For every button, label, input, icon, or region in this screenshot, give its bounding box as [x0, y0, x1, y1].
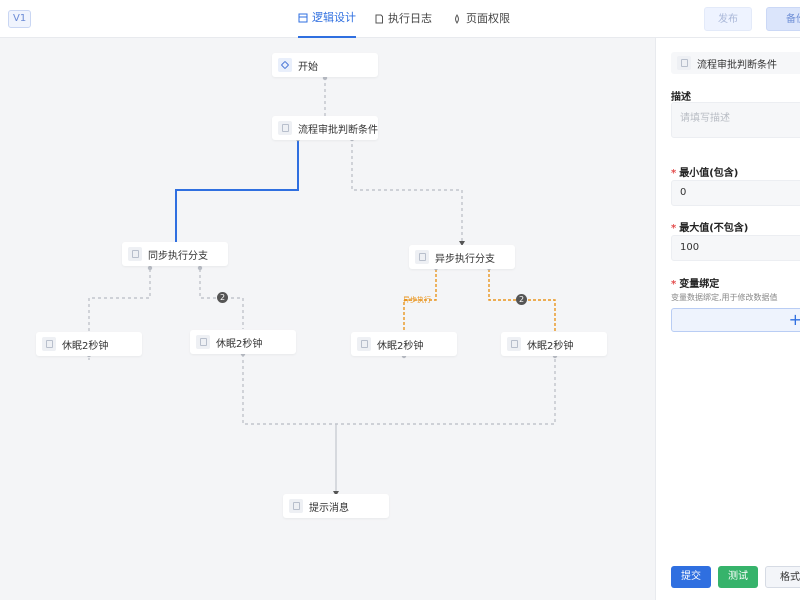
panel-title-text: 流程审批判断条件 — [697, 59, 777, 71]
max-value-input[interactable]: 100 — [671, 235, 800, 261]
test-button[interactable]: 测试 — [718, 566, 758, 588]
node-sleep-4[interactable]: 休眠2秒钟 — [501, 332, 607, 356]
node-start[interactable]: 开始 — [272, 53, 378, 77]
condition-icon — [677, 56, 691, 70]
sleep-icon — [357, 337, 371, 351]
tab-label: 逻辑设计 — [312, 11, 356, 24]
edge-condition-sync-active — [175, 139, 299, 243]
description-label-text: 描述 — [671, 92, 691, 103]
edge-sync-sleep1 — [88, 269, 151, 335]
description-input[interactable] — [671, 102, 800, 138]
edge-condition-async — [351, 138, 463, 243]
min-value-label: *最小值(包含) — [671, 164, 738, 179]
node-label: 同步执行分支 — [148, 250, 208, 262]
start-icon — [278, 58, 292, 72]
required-mark: * — [671, 168, 677, 179]
permission-icon — [455, 14, 459, 24]
sleep-icon — [42, 337, 56, 351]
node-sleep-3[interactable]: 休眠2秒钟 — [351, 332, 457, 356]
version-badge[interactable]: V1 — [8, 10, 32, 28]
branch-icon — [128, 247, 142, 261]
publish-button[interactable]: 发布 — [704, 7, 752, 31]
edge-async-sleep4 — [488, 269, 556, 332]
design-icon — [298, 13, 308, 23]
port-dot — [197, 265, 203, 271]
min-label-text: 最小值(包含) — [679, 168, 739, 179]
edge-async-sleep3 — [403, 269, 437, 332]
node-condition[interactable]: 流程审批判断条件 — [272, 116, 378, 140]
branch-order-badge: 2 — [217, 292, 228, 303]
min-value-input[interactable]: 0 — [671, 180, 800, 206]
message-icon — [289, 499, 303, 513]
tab-page-permission[interactable]: 页面权限 — [452, 0, 510, 38]
node-sync-branch[interactable]: 同步执行分支 — [122, 242, 228, 266]
required-mark: * — [671, 279, 677, 290]
tab-label: 页面权限 — [466, 12, 510, 25]
binding-label-text: 变量绑定 — [679, 279, 720, 290]
async-edge-label: 异步执行 — [403, 296, 431, 304]
node-sleep-2[interactable]: 休眠2秒钟 — [190, 330, 296, 354]
submit-button[interactable]: 提交 — [671, 566, 711, 588]
top-bar: V1 逻辑设计 执行日志 页面权限 发布 备份 — [0, 0, 800, 38]
description-label: 描述 — [671, 88, 691, 103]
condition-icon — [278, 121, 292, 135]
branch-order-badge: 2 — [516, 294, 527, 305]
node-label: 开始 — [298, 61, 318, 73]
node-sleep-1[interactable]: 休眠2秒钟 — [36, 332, 142, 356]
node-label: 休眠2秒钟 — [216, 338, 263, 350]
edge-merge — [242, 354, 556, 425]
node-label: 提示消息 — [309, 502, 349, 514]
panel-node-title: 流程审批判断条件 — [671, 52, 800, 74]
required-mark: * — [671, 223, 677, 234]
node-async-branch[interactable]: 异步执行分支 — [409, 245, 515, 269]
branch-icon — [415, 250, 429, 264]
node-label: 休眠2秒钟 — [527, 340, 574, 352]
document-icon — [375, 14, 383, 24]
node-label: 休眠2秒钟 — [62, 340, 109, 352]
arrow-head — [459, 241, 465, 246]
node-notify[interactable]: 提示消息 — [283, 494, 389, 518]
variable-binding-hint: 变量数据绑定,用于修改数据值 — [671, 293, 778, 302]
tab-label: 执行日志 — [388, 12, 432, 25]
format-button[interactable]: 格式化 — [765, 566, 800, 588]
node-label: 异步执行分支 — [435, 253, 495, 265]
node-label: 休眠2秒钟 — [377, 340, 424, 352]
tab-execution-log[interactable]: 执行日志 — [374, 0, 432, 38]
arrow-head — [333, 491, 339, 496]
max-label-text: 最大值(不包含) — [679, 223, 749, 234]
variable-binding-label: *变量绑定 — [671, 275, 719, 290]
sleep-icon — [507, 337, 521, 351]
node-label: 流程审批判断条件 — [298, 124, 378, 136]
property-panel: 流程审批判断条件 描述 *最小值(包含) 0 *最大值(不包含) 100 *变量… — [655, 38, 800, 600]
flow-canvas[interactable]: 开始 流程审批判断条件 同步执行分支 异步执行分支 休眠2秒钟 休眠2秒钟 休眠… — [0, 38, 655, 600]
backup-button[interactable]: 备份 — [766, 7, 800, 31]
port-dot — [147, 265, 153, 271]
tab-logic-design[interactable]: 逻辑设计 — [298, 0, 356, 38]
add-binding-button[interactable]: + — [671, 308, 800, 332]
sleep-icon — [196, 335, 210, 349]
max-value-label: *最大值(不包含) — [671, 219, 748, 234]
